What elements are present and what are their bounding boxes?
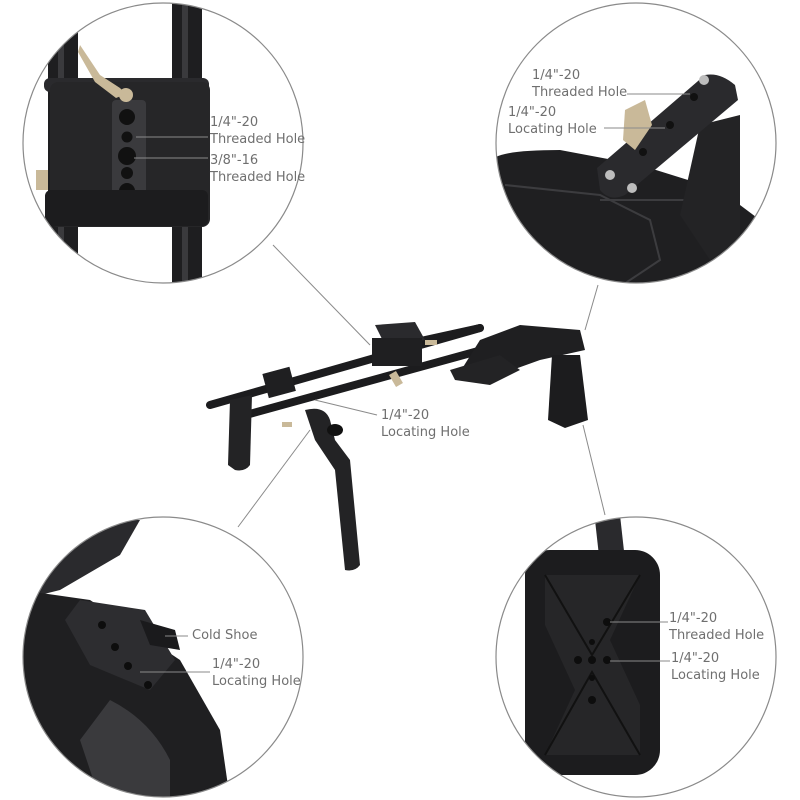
- detail-circle-bottom-left: [22, 516, 304, 798]
- hole-type: Locating Hole: [671, 668, 760, 683]
- hole-type: Locating Hole: [381, 425, 470, 440]
- shoulder-pad-detail: [496, 3, 776, 283]
- feature-name: Cold Shoe: [192, 628, 258, 643]
- detail-circle-top-right: [495, 2, 777, 284]
- leader-lines: [237, 244, 606, 528]
- callout-top-left-threaded-1-4: 1/4"-20 Threaded Hole: [210, 114, 305, 148]
- callout-bottom-right-locating: 1/4"-20 Locating Hole: [671, 650, 760, 684]
- hole-type: Threaded Hole: [532, 85, 628, 100]
- hole-type: Threaded Hole: [669, 628, 765, 643]
- callout-top-right-locating: 1/4"-20 Locating Hole: [508, 104, 597, 138]
- callout-bottom-right-threaded: 1/4"-20 Threaded Hole: [669, 610, 764, 644]
- hole-type: Locating Hole: [212, 674, 301, 689]
- callout-bottom-left-cold-shoe: Cold Shoe: [192, 627, 257, 644]
- thread-size: 1/4"-20: [669, 611, 718, 626]
- shoulder-rig-main: [206, 322, 588, 571]
- callout-center-locating: 1/4"-20 Locating Hole: [381, 407, 470, 441]
- detail-circle-bottom-right: [495, 516, 777, 798]
- callout-top-left-threaded-3-8: 3/8"-16 Threaded Hole: [210, 152, 305, 186]
- detail-circle-top-left: [22, 2, 304, 284]
- shoulder-pad-underside-detail: [496, 517, 776, 797]
- thread-size: 1/4"-20: [212, 657, 261, 672]
- thread-size: 1/4"-20: [210, 115, 259, 130]
- thread-size: 1/4"-20: [381, 408, 430, 423]
- thread-size: 1/4"-20: [671, 651, 720, 666]
- thread-size: 1/4"-20: [532, 68, 581, 83]
- rod-clamp-detail: [23, 3, 303, 283]
- hole-type: Threaded Hole: [210, 132, 306, 147]
- thread-size: 3/8"-16: [210, 153, 259, 168]
- handle-cold-shoe-detail: [23, 517, 303, 797]
- thread-size: 1/4"-20: [508, 105, 557, 120]
- callout-top-right-threaded: 1/4"-20 Threaded Hole: [532, 67, 627, 101]
- callout-bottom-left-locating: 1/4"-20 Locating Hole: [212, 656, 301, 690]
- hole-type: Threaded Hole: [210, 170, 306, 185]
- hole-type: Locating Hole: [508, 122, 597, 137]
